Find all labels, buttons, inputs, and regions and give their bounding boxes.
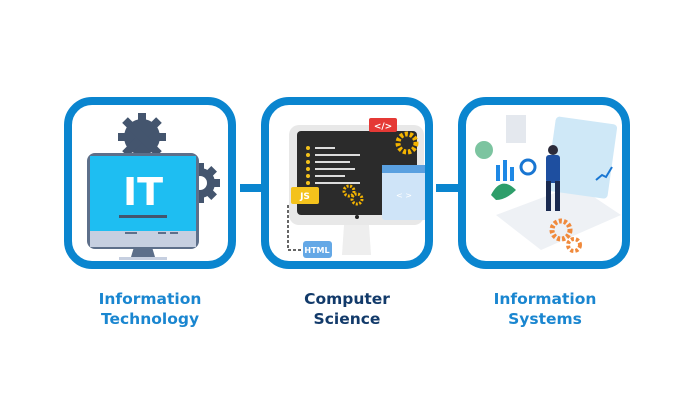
label-computer-science: Computer Science	[257, 289, 437, 329]
label-line2: Science	[313, 310, 381, 328]
it-monitor-gears-icon: IT	[87, 113, 220, 260]
card-information-technology: IT	[64, 97, 236, 269]
analyst-dashboard-icon	[475, 115, 621, 253]
label-line1: Computer	[304, 290, 390, 308]
code-monitor-icon: </> < > JS HTML	[287, 118, 425, 258]
label-line2: Technology	[100, 310, 200, 328]
card-computer-science: </> < > JS HTML	[261, 97, 433, 269]
it-icon-text: IT	[123, 170, 163, 214]
connector-1	[240, 184, 265, 192]
label-information-technology: Information Technology	[60, 289, 240, 329]
js-tag: JS	[299, 192, 310, 202]
connector-2	[436, 184, 462, 192]
card-information-systems	[458, 97, 630, 269]
label-line1: Information	[98, 290, 202, 308]
code-tag: </>	[374, 122, 392, 132]
label-line2: Systems	[508, 310, 582, 328]
label-line1: Information	[493, 290, 597, 308]
html-tag: HTML	[304, 246, 329, 255]
label-information-systems: Information Systems	[455, 289, 635, 329]
window-code-tag: < >	[396, 191, 412, 200]
